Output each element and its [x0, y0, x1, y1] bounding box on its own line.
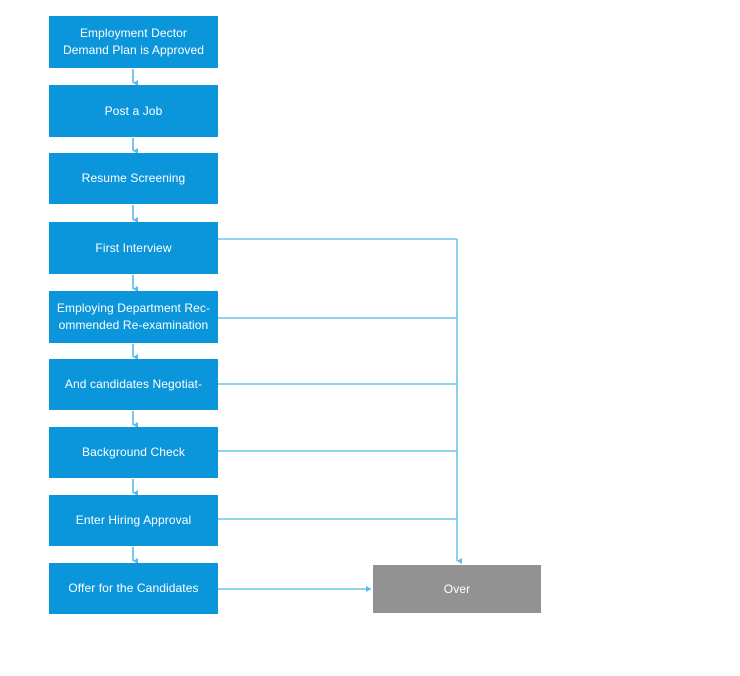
node-first-interview[interactable]: First Interview	[49, 222, 218, 274]
node-label: Background Check	[82, 445, 185, 459]
node-employment-demand-plan[interactable]: Employment Dector Demand Plan is Approve…	[49, 16, 218, 68]
node-label: And candidates Negotiat-	[64, 377, 203, 391]
node-label: Over	[443, 581, 471, 596]
node-label: Employment Dector Demand Plan is Approve…	[62, 26, 205, 57]
node-label: Enter Hiring Approval	[75, 513, 192, 527]
node-enter-hiring-approval[interactable]: Enter Hiring Approval	[49, 495, 218, 546]
node-label: Resume Screening	[81, 171, 186, 185]
node-over[interactable]: Over	[373, 565, 541, 613]
edge-group-branches	[218, 238, 457, 520]
node-background-check[interactable]: Background Check	[49, 427, 218, 478]
node-label: Offer for the Candidates	[68, 581, 199, 595]
node-label: Post a Job	[104, 103, 163, 118]
node-offer-for-the-candidates[interactable]: Offer for the Candidates	[49, 563, 218, 614]
node-label: Employing Department Rec- ommended Re-ex…	[56, 301, 211, 332]
node-label: First Interview	[95, 240, 172, 255]
node-resume-screening[interactable]: Resume Screening	[49, 153, 218, 204]
node-post-a-job[interactable]: Post a Job	[49, 85, 218, 137]
node-employing-department-re-examination[interactable]: Employing Department Rec- ommended Re-ex…	[49, 291, 218, 343]
node-and-candidates-negotiate[interactable]: And candidates Negotiat-	[49, 359, 218, 410]
